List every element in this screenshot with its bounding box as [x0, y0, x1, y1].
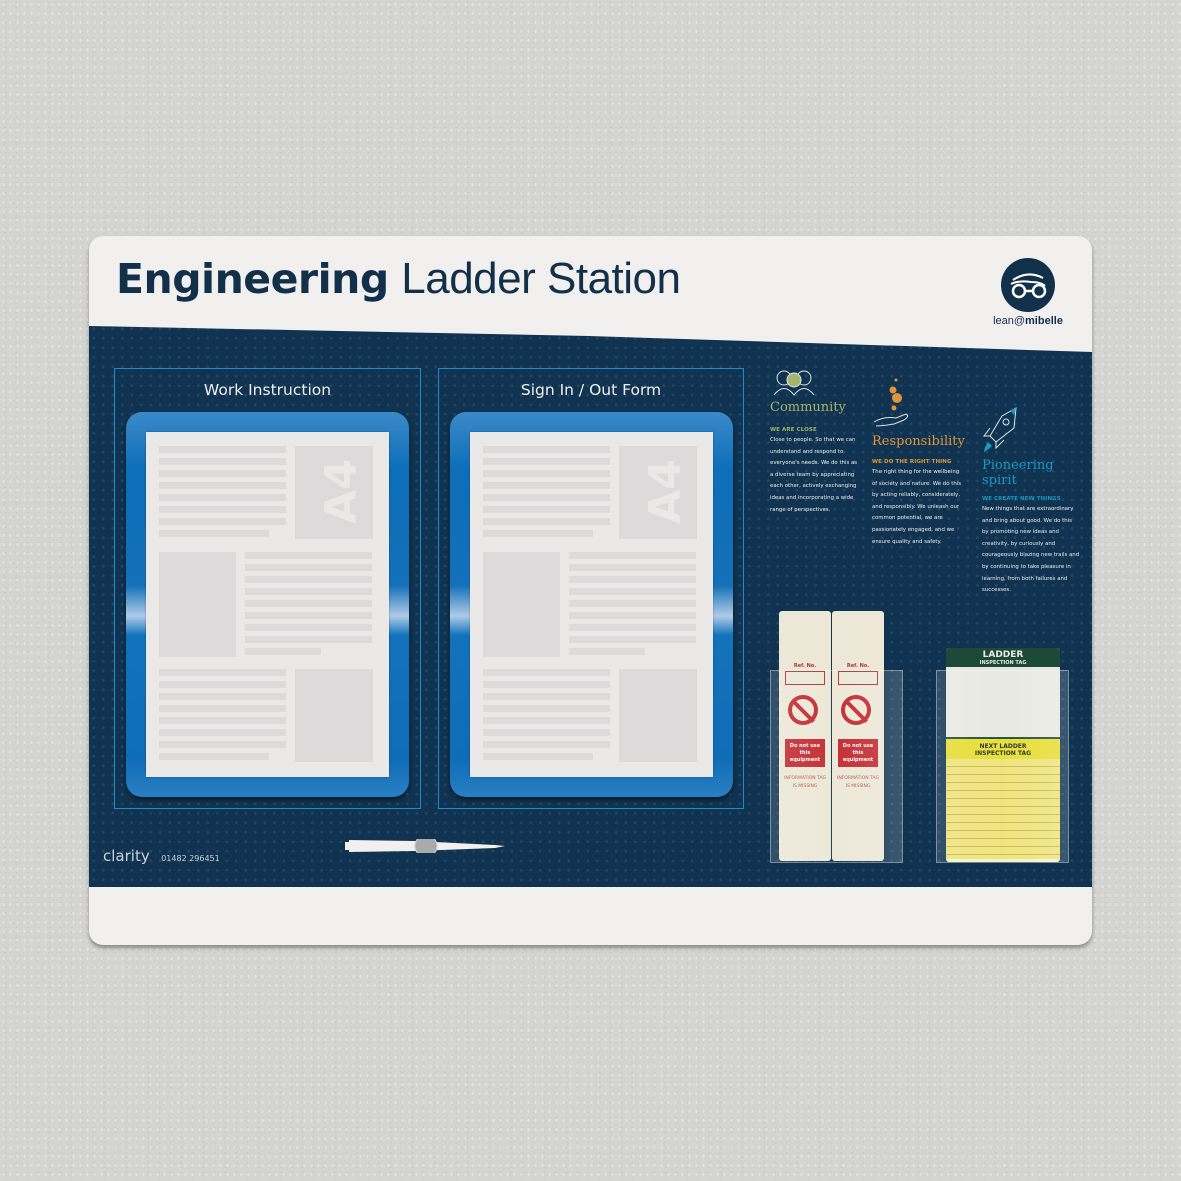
no-entry-icon: [841, 695, 871, 725]
value-community: Community WE ARE CLOSE Close to people. …: [770, 368, 862, 516]
hand-bubbles-icon: [873, 378, 909, 427]
title-bold: Engineering: [116, 255, 389, 303]
value-title: Pioneering spirit: [982, 458, 1054, 488]
a4-holder-sign-in-out[interactable]: A4: [450, 412, 733, 797]
footer: clarity 01482 296451: [103, 847, 220, 865]
frame-sign-in-out-form: Sign In / Out Form: [438, 368, 744, 809]
clarity-logo: clarity: [103, 847, 150, 865]
frame-work-instruction: Work Instruction: [114, 368, 421, 809]
a4-holder-work-instruction[interactable]: A4: [126, 412, 409, 797]
car-icon: [1001, 258, 1055, 312]
frame-label: Sign In / Out Form: [520, 381, 662, 399]
frame-label: Work Instruction: [203, 381, 332, 399]
value-body: The right thing for the wellbeing of soc…: [872, 469, 962, 545]
title-light: Ladder Station: [401, 254, 681, 303]
tag-pocket-right: [936, 670, 1069, 863]
tag-pocket-left: [770, 670, 903, 863]
a4-paper-placeholder: A4: [470, 432, 713, 777]
brand-name: lean@mibelle: [993, 315, 1063, 327]
ladder-tag-holder[interactable]: Ref. No. Do not use this equipment INFOR…: [832, 611, 884, 861]
value-subtitle: WE DO THE RIGHT THING: [872, 459, 952, 465]
board-title: Engineering Ladder Station: [116, 254, 681, 304]
brand-logo: lean@mibelle: [988, 258, 1068, 327]
people-icon: [773, 370, 815, 396]
value-pioneering: Pioneering spirit WE CREATE NEW THINGS N…: [982, 406, 1080, 597]
value-title: Responsibility: [872, 434, 965, 449]
value-subtitle: WE CREATE NEW THINGS: [982, 496, 1061, 502]
a4-paper-placeholder: A4: [146, 432, 389, 777]
value-title: Community: [770, 400, 846, 415]
phone-number: 01482 296451: [161, 854, 220, 863]
value-body: New things that are extraordinary and br…: [982, 506, 1080, 594]
value-responsibility: Responsibility WE DO THE RIGHT THING The…: [872, 376, 965, 548]
value-body: Close to people. So that we can understa…: [770, 437, 858, 513]
rocket-icon: [983, 407, 1017, 452]
ladder-station-board: Engineering Ladder Station lean@mibelle …: [89, 236, 1092, 945]
value-subtitle: WE ARE CLOSE: [770, 427, 817, 433]
ladder-tag-holder[interactable]: Ref. No. Do not use this equipment INFOR…: [779, 611, 831, 861]
marker-pen[interactable]: [345, 839, 507, 853]
no-entry-icon: [788, 695, 818, 725]
